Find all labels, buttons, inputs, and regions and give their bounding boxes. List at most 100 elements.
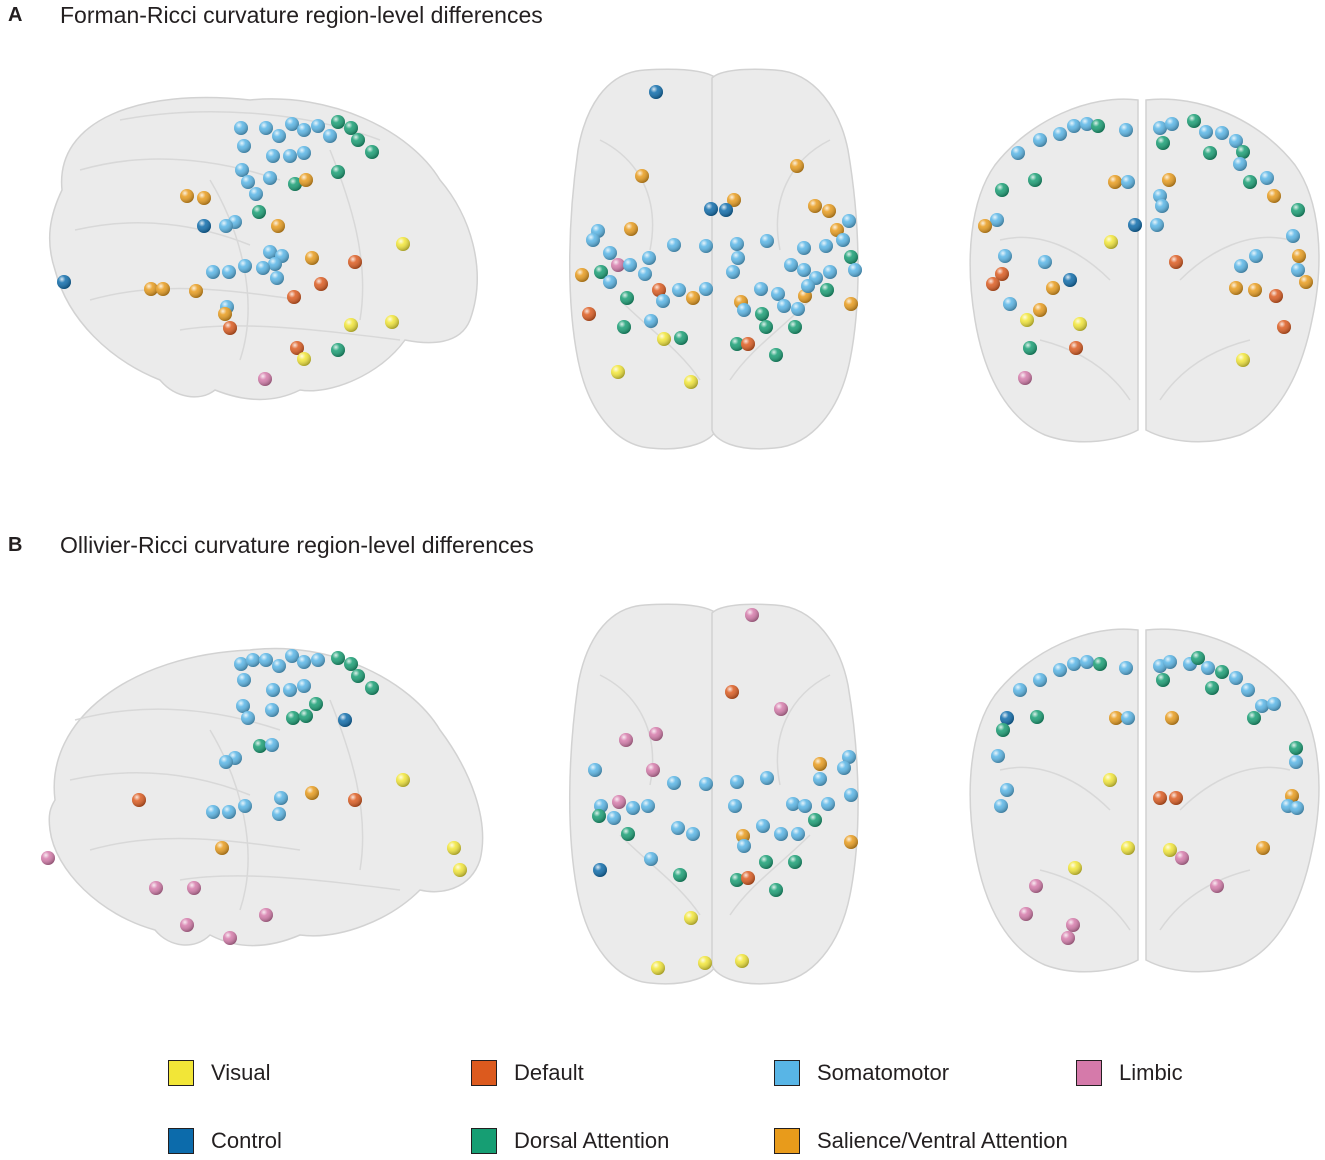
region-node bbox=[1247, 711, 1261, 725]
region-node bbox=[1201, 661, 1215, 675]
region-node bbox=[299, 173, 313, 187]
region-node bbox=[219, 219, 233, 233]
region-node bbox=[288, 177, 302, 191]
region-node bbox=[331, 651, 345, 665]
region-node bbox=[1028, 173, 1042, 187]
region-node bbox=[774, 702, 788, 716]
region-node bbox=[241, 711, 255, 725]
region-node bbox=[297, 655, 311, 669]
region-node bbox=[1289, 755, 1303, 769]
region-node bbox=[1162, 173, 1176, 187]
region-node bbox=[797, 241, 811, 255]
region-node bbox=[297, 146, 311, 160]
region-node bbox=[1292, 249, 1306, 263]
panel-b-axial-brain bbox=[568, 603, 859, 985]
region-node bbox=[1033, 303, 1047, 317]
region-node bbox=[1053, 663, 1067, 677]
legend-item-v: Visual bbox=[168, 1060, 271, 1086]
region-node bbox=[1267, 697, 1281, 711]
region-node bbox=[1013, 683, 1027, 697]
region-node bbox=[1234, 259, 1248, 273]
region-node bbox=[215, 841, 229, 855]
region-node bbox=[1243, 175, 1257, 189]
legend-item-l: Limbic bbox=[1076, 1060, 1183, 1086]
region-node bbox=[771, 287, 785, 301]
region-node bbox=[271, 219, 285, 233]
region-node bbox=[1290, 801, 1304, 815]
region-node bbox=[1241, 683, 1255, 697]
region-node bbox=[760, 234, 774, 248]
region-node bbox=[759, 320, 773, 334]
region-node bbox=[813, 757, 827, 771]
region-node bbox=[259, 653, 273, 667]
panel-letter-a: A bbox=[8, 4, 23, 26]
coronal-brain-icon bbox=[969, 98, 1320, 443]
region-node bbox=[1033, 133, 1047, 147]
region-node bbox=[998, 249, 1012, 263]
region-node bbox=[1165, 711, 1179, 725]
region-node bbox=[755, 307, 769, 321]
region-node bbox=[206, 805, 220, 819]
region-node bbox=[259, 908, 273, 922]
region-node bbox=[286, 711, 300, 725]
region-node bbox=[234, 121, 248, 135]
region-node bbox=[1163, 843, 1177, 857]
region-node bbox=[619, 733, 633, 747]
sagittal-brain-icon bbox=[48, 96, 478, 401]
region-node bbox=[991, 749, 1005, 763]
region-node bbox=[1029, 879, 1043, 893]
region-node bbox=[283, 149, 297, 163]
region-node bbox=[323, 129, 337, 143]
panel-b-sagittal-brain bbox=[48, 647, 484, 947]
region-node bbox=[725, 685, 739, 699]
legend-item-d: Default bbox=[471, 1060, 584, 1086]
region-node bbox=[206, 265, 220, 279]
region-node bbox=[1153, 791, 1167, 805]
region-node bbox=[311, 653, 325, 667]
region-node bbox=[234, 657, 248, 671]
region-node bbox=[222, 265, 236, 279]
region-node bbox=[285, 649, 299, 663]
panel-a-sagittal-brain bbox=[48, 96, 478, 401]
region-node bbox=[187, 881, 201, 895]
region-node bbox=[823, 265, 837, 279]
region-node bbox=[1156, 673, 1170, 687]
region-node bbox=[222, 805, 236, 819]
region-node bbox=[348, 255, 362, 269]
region-node bbox=[1299, 275, 1313, 289]
legend-swatch bbox=[774, 1060, 800, 1086]
region-node bbox=[582, 307, 596, 321]
region-node bbox=[611, 365, 625, 379]
region-node bbox=[1291, 263, 1305, 277]
region-node bbox=[290, 341, 304, 355]
region-node bbox=[699, 239, 713, 253]
region-node bbox=[305, 786, 319, 800]
region-node bbox=[1155, 199, 1169, 213]
region-node bbox=[844, 297, 858, 311]
legend-label: Dorsal Attention bbox=[514, 1128, 670, 1153]
region-node bbox=[241, 175, 255, 189]
region-node bbox=[351, 133, 365, 147]
region-node bbox=[237, 139, 251, 153]
region-node bbox=[1205, 681, 1219, 695]
region-node bbox=[1011, 146, 1025, 160]
region-node bbox=[995, 267, 1009, 281]
region-node bbox=[994, 799, 1008, 813]
region-node bbox=[819, 239, 833, 253]
region-node bbox=[1169, 255, 1183, 269]
region-node bbox=[223, 321, 237, 335]
region-node bbox=[1229, 281, 1243, 295]
region-node bbox=[1163, 655, 1177, 669]
region-node bbox=[704, 202, 718, 216]
region-node bbox=[299, 709, 313, 723]
region-node bbox=[996, 723, 1010, 737]
region-node bbox=[1248, 283, 1262, 297]
legend-label: Control bbox=[211, 1128, 282, 1153]
region-node bbox=[737, 839, 751, 853]
region-node bbox=[1128, 218, 1142, 232]
region-node bbox=[842, 750, 856, 764]
region-node bbox=[592, 809, 606, 823]
region-node bbox=[305, 251, 319, 265]
region-node bbox=[586, 233, 600, 247]
region-node bbox=[788, 320, 802, 334]
